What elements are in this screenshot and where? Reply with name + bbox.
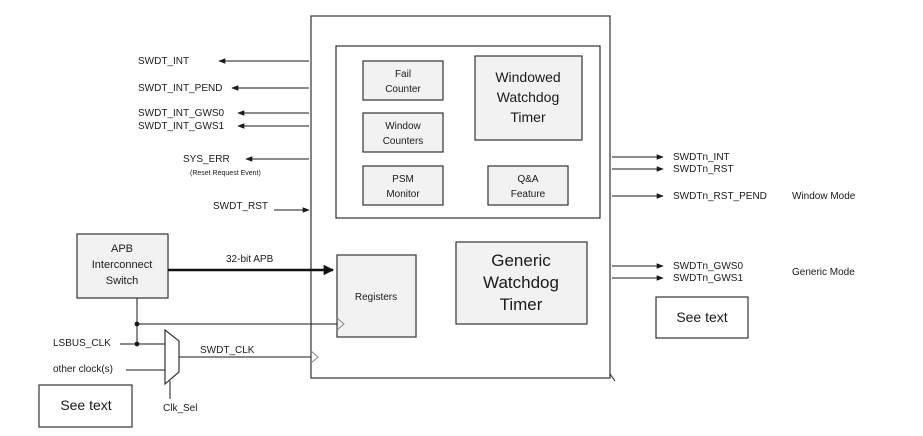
see-text-note-right: See text [655,296,749,339]
apb-interconnect-switch-box: APB Interconnect Switch [76,233,169,299]
generic-title-2: Watchdog [483,273,559,292]
swdt-rst-label: SWDT_RST [213,201,268,212]
other-clocks-label: other clock(s) [53,364,113,375]
see-text-right-label: See text [676,309,727,325]
generic-mode-label: Generic Mode [792,267,855,278]
swdt-clk-pin [310,350,319,364]
apb-label-2: Interconnect [92,259,153,271]
generic-watchdog-timer-box: Generic Watchdog Timer [455,241,588,325]
fail-counter-label-2: Counter [385,84,421,95]
swdtn-gws0-label: SWDTn_GWS0 [673,261,743,272]
registers-clock-pin [336,317,345,331]
swdtn-rst-label: SWDTn_RST [673,164,734,175]
sys-err-note: (Reset Request Event) [190,170,261,177]
outer-block-corner-mark [609,373,616,382]
apb-label-3: Switch [106,275,138,287]
psm-monitor-label-2: Monitor [386,189,420,200]
generic-title-3: Timer [500,295,543,314]
clock-mux [164,328,180,386]
psm-monitor-label-1: PSM [392,174,414,185]
see-text-note-left: See text [38,384,133,428]
swdtn-gws1-label: SWDTn_GWS1 [673,273,743,284]
registers-box: Registers [336,254,417,338]
swdt-int-label: SWDT_INT [138,56,189,67]
clk-sel-label: Clk_Sel [163,403,197,414]
swdt-int-gws0-label: SWDT_INT_GWS0 [138,108,225,119]
window-counters-label-2: Counters [383,136,424,147]
swdtn-int-label: SWDTn_INT [673,152,730,163]
window-counters-label-1: Window [385,121,421,132]
generic-title-1: Generic [491,251,551,270]
clock-junction-upper [134,321,140,327]
fail-counter-label-1: Fail [395,69,411,80]
apb-label-1: APB [111,243,133,255]
see-text-left-label: See text [60,397,111,413]
fail-counter-box: Fail Counter [362,60,444,101]
swdt-int-gws1-label: SWDT_INT_GWS1 [138,121,225,132]
swdt-clk-label: SWDT_CLK [200,345,255,356]
windowed-watchdog-timer-box: Windowed Watchdog Timer [474,55,583,141]
apb-bus-label: 32-bit APB [226,254,274,265]
qa-feature-label-1: Q&A [517,174,538,185]
windowed-title-2: Watchdog [497,89,560,105]
qa-feature-label-2: Feature [511,189,546,200]
windowed-title-1: Windowed [495,69,560,85]
swdtn-rst-pend-label: SWDTn_RST_PEND [673,191,767,202]
swdt-int-pend-label: SWDT_INT_PEND [138,83,222,94]
sys-err-label: SYS_ERR [183,154,230,165]
registers-label: Registers [355,292,397,303]
windowed-title-3: Timer [510,109,546,125]
window-mode-label: Window Mode [792,191,856,202]
psm-monitor-box: PSM Monitor [362,165,444,206]
lsbus-clk-label: LSBUS_CLK [53,338,111,349]
window-counters-box: Window Counters [362,112,444,153]
qa-feature-box: Q&A Feature [487,165,569,206]
